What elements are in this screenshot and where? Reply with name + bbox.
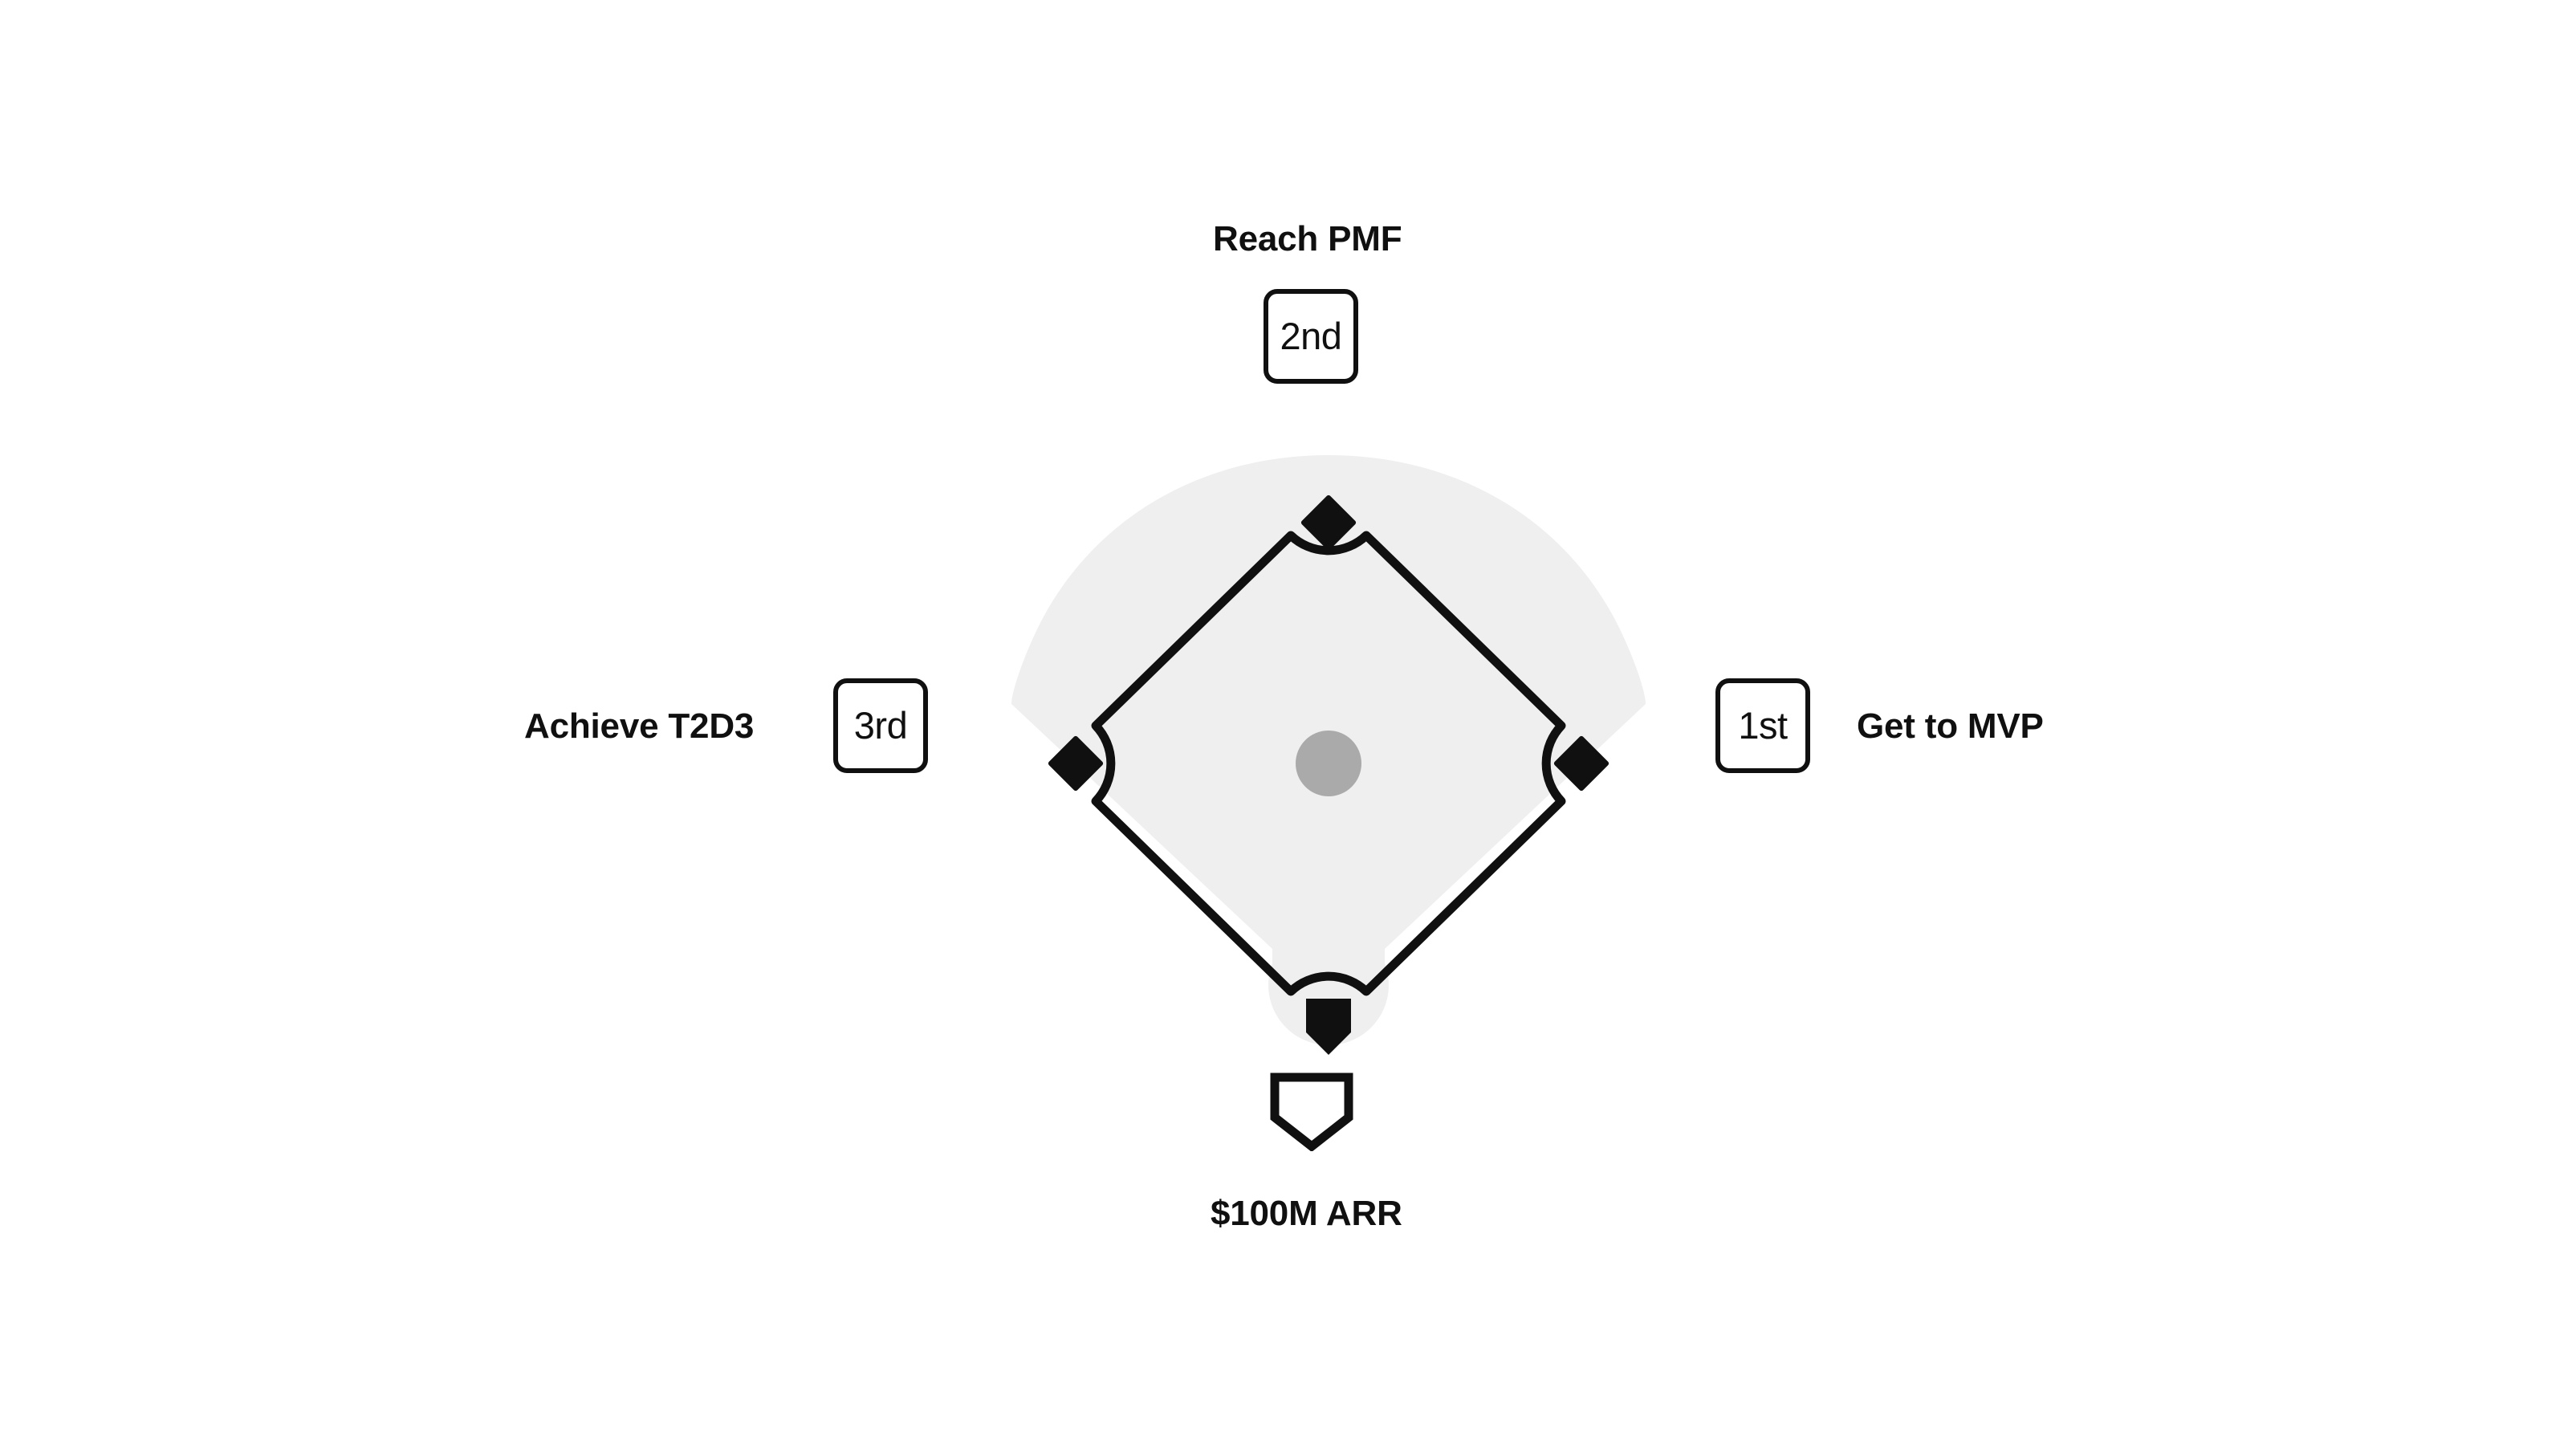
base-badge-third-text: 3rd [853, 703, 908, 747]
milestone-label-first-base: Get to MVP [1857, 706, 2044, 746]
home-plate-outline-icon [1270, 1073, 1353, 1151]
base-badge-third[interactable]: 3rd [833, 678, 928, 773]
base-badge-second[interactable]: 2nd [1264, 289, 1358, 384]
base-badge-first-text: 1st [1738, 703, 1788, 747]
second-base-diamond-icon [1300, 495, 1357, 551]
base-badge-first[interactable]: 1st [1715, 678, 1810, 773]
third-base-diamond-icon [1048, 735, 1104, 792]
base-badge-second-text: 2nd [1280, 314, 1342, 357]
milestone-label-home-plate: $100M ARR [1211, 1194, 1402, 1233]
infield-baselines [1091, 531, 1566, 996]
baseball-field-graphic [999, 417, 1658, 1055]
milestone-label-second-base: Reach PMF [1213, 219, 1402, 258]
pitchers-mound-circle [1296, 731, 1361, 796]
milestone-label-third-base: Achieve T2D3 [524, 706, 755, 746]
first-base-diamond-icon [1553, 735, 1609, 792]
home-plate-base-icon [1306, 999, 1351, 1055]
